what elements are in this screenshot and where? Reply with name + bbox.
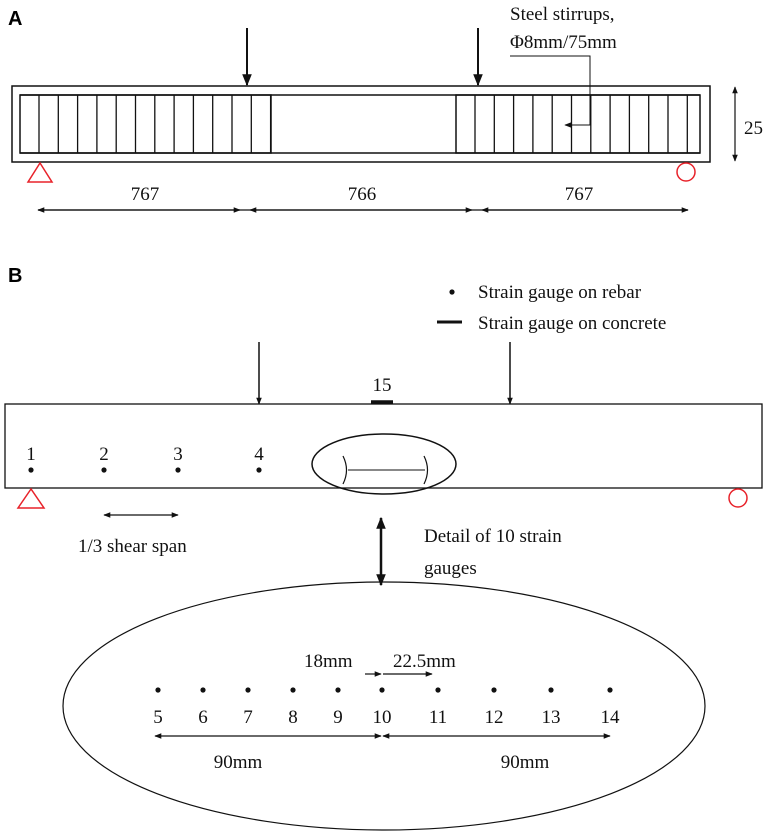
detail-callout-ellipse bbox=[311, 433, 457, 495]
beam-b-outline bbox=[4, 403, 763, 489]
detail-gauge-dot bbox=[379, 687, 385, 693]
legend-rebar-dot-icon bbox=[449, 289, 455, 295]
rebar-gauge-label: 1 bbox=[26, 444, 36, 465]
detail-label-line1: Detail of 10 strain bbox=[424, 526, 562, 547]
rebar-gauge-dot bbox=[256, 467, 262, 473]
detail-gauge-dot bbox=[548, 687, 554, 693]
detail-break-left bbox=[342, 455, 348, 485]
panel-a-label: A bbox=[8, 8, 22, 30]
detail-gauge-dot bbox=[155, 687, 161, 693]
height-dimension-value: 25 bbox=[744, 118, 763, 139]
detail-gauge-label: 5 bbox=[153, 707, 163, 728]
detail-gauge-dot bbox=[290, 687, 296, 693]
rebar-gauge-label: 4 bbox=[254, 444, 264, 465]
panel-b: B Strain gauge on rebar Strain gauge on … bbox=[4, 265, 763, 831]
concrete-gauge-15-label: 15 bbox=[373, 375, 392, 396]
stirrup-label-line2: Φ8mm/75mm bbox=[510, 32, 617, 53]
legend-rebar-label: Strain gauge on rebar bbox=[478, 282, 642, 303]
pin-support-a bbox=[26, 161, 54, 183]
roller-support-a bbox=[676, 162, 696, 182]
span-value-middle: 766 bbox=[348, 184, 377, 205]
detail-gauge-label: 6 bbox=[198, 707, 208, 728]
stirrup-label-line1: Steel stirrups, bbox=[510, 4, 615, 25]
spacing-left-label: 18mm bbox=[304, 651, 353, 672]
half-length-left-label: 90mm bbox=[214, 752, 263, 773]
stirrup-zone-right bbox=[455, 94, 701, 154]
spacing-right-label: 22.5mm bbox=[393, 651, 456, 672]
detail-ellipse bbox=[62, 581, 706, 831]
beam-a-outline bbox=[11, 85, 711, 163]
detail-label-line2: gauges bbox=[424, 558, 477, 579]
panel-a: A Steel stirrups, Φ8mm/75mm 25 767 766 bbox=[8, 4, 763, 213]
detail-gauge-label: 14 bbox=[601, 707, 621, 728]
rebar-gauge-dot bbox=[175, 467, 181, 473]
half-length-right-label: 90mm bbox=[501, 752, 550, 773]
span-value-left: 767 bbox=[131, 184, 160, 205]
detail-gauge-label: 9 bbox=[333, 707, 343, 728]
detail-gauge-label: 10 bbox=[373, 707, 392, 728]
detail-gauge-dot bbox=[491, 687, 497, 693]
detail-gauge-label: 12 bbox=[485, 707, 504, 728]
detail-gauge-label: 8 bbox=[288, 707, 298, 728]
stirrup-leader-line bbox=[510, 55, 591, 128]
span-value-right: 767 bbox=[565, 184, 594, 205]
legend-concrete-label: Strain gauge on concrete bbox=[478, 313, 666, 334]
rebar-gauge-dot bbox=[101, 467, 107, 473]
detail-break-right bbox=[423, 455, 429, 485]
shear-span-label: 1/3 shear span bbox=[78, 536, 187, 557]
detail-gauge-dot bbox=[245, 687, 251, 693]
pin-support-b bbox=[16, 487, 46, 509]
detail-gauge-label: 7 bbox=[243, 707, 253, 728]
panel-b-label: B bbox=[8, 265, 22, 287]
rebar-gauge-label: 3 bbox=[173, 444, 183, 465]
stirrups-left bbox=[38, 95, 272, 153]
detail-gauge-dot bbox=[435, 687, 441, 693]
detail-rebar-gauges: 5 6 7 8 9 10 11 12 13 14 bbox=[153, 687, 620, 728]
detail-gauge-dot bbox=[607, 687, 613, 693]
rebar-gauge-dot bbox=[28, 467, 34, 473]
roller-support-b bbox=[728, 488, 748, 508]
detail-gauge-label: 11 bbox=[429, 707, 447, 728]
stirrups-right bbox=[474, 95, 688, 153]
rebar-gauge-label: 2 bbox=[99, 444, 109, 465]
detail-gauge-dot bbox=[200, 687, 206, 693]
beam-rebar-gauges: 1 2 3 4 bbox=[26, 444, 264, 473]
detail-gauge-label: 13 bbox=[542, 707, 561, 728]
detail-gauge-dot bbox=[335, 687, 341, 693]
